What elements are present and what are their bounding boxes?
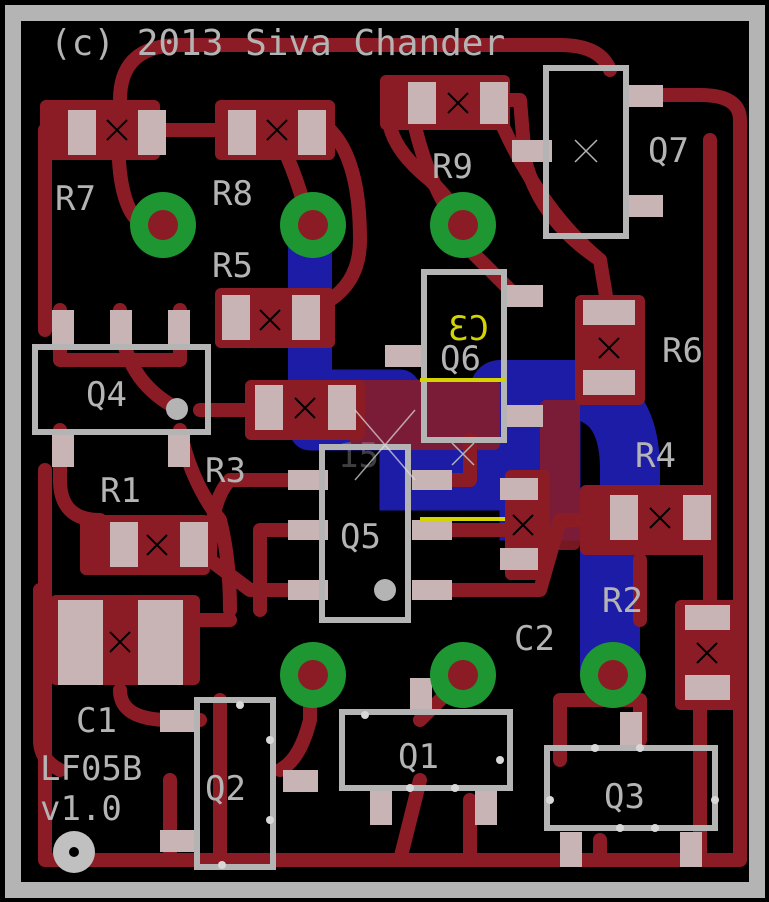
pin1-markers	[166, 398, 719, 869]
label-r4: R4	[635, 436, 676, 476]
q3-outline	[544, 745, 718, 831]
label-r5: R5	[212, 246, 253, 286]
mounting-hole	[53, 831, 95, 873]
label-r1: R1	[100, 471, 141, 511]
board-version: v1.0	[40, 789, 122, 829]
label-r6: R6	[662, 331, 703, 371]
copyright-text: (c) 2013 Siva Chander	[50, 23, 505, 64]
board-name: LF05B	[40, 749, 142, 789]
label-c1: C1	[76, 701, 117, 741]
vias	[130, 192, 646, 708]
silkscreen-outlines	[32, 65, 718, 870]
label-r2: R2	[602, 581, 643, 621]
label-c3: C3	[448, 309, 489, 349]
smd-pads	[52, 82, 730, 867]
pad-centers	[106, 92, 718, 664]
label-q4: Q4	[86, 375, 127, 415]
q4-outline	[32, 344, 211, 435]
label-r9: R9	[432, 147, 473, 187]
part-centers	[354, 139, 598, 481]
board-outline	[5, 5, 765, 898]
label-q5: Q5	[340, 517, 381, 557]
label-r8: R8	[212, 174, 253, 214]
q1-outline	[339, 709, 513, 791]
label-q1: Q1	[398, 737, 439, 777]
label-q6: Q6	[440, 339, 481, 379]
q7-outline	[543, 65, 629, 239]
q5-outline	[319, 444, 411, 623]
q6-outline	[421, 269, 507, 443]
label-q7: Q7	[648, 131, 689, 171]
labels: (c) 2013 Siva Chander R7 R8 R9 Q7 R5 R6 …	[40, 23, 703, 829]
label-r3: R3	[205, 451, 246, 491]
label-q2: Q2	[205, 769, 246, 809]
label-c2: C2	[514, 619, 555, 659]
label-q3: Q3	[604, 777, 645, 817]
label-r7: R7	[55, 179, 96, 219]
q2-outline	[194, 697, 276, 870]
label-ghost: 15	[338, 436, 379, 476]
bottom-silk-lines	[420, 378, 505, 521]
